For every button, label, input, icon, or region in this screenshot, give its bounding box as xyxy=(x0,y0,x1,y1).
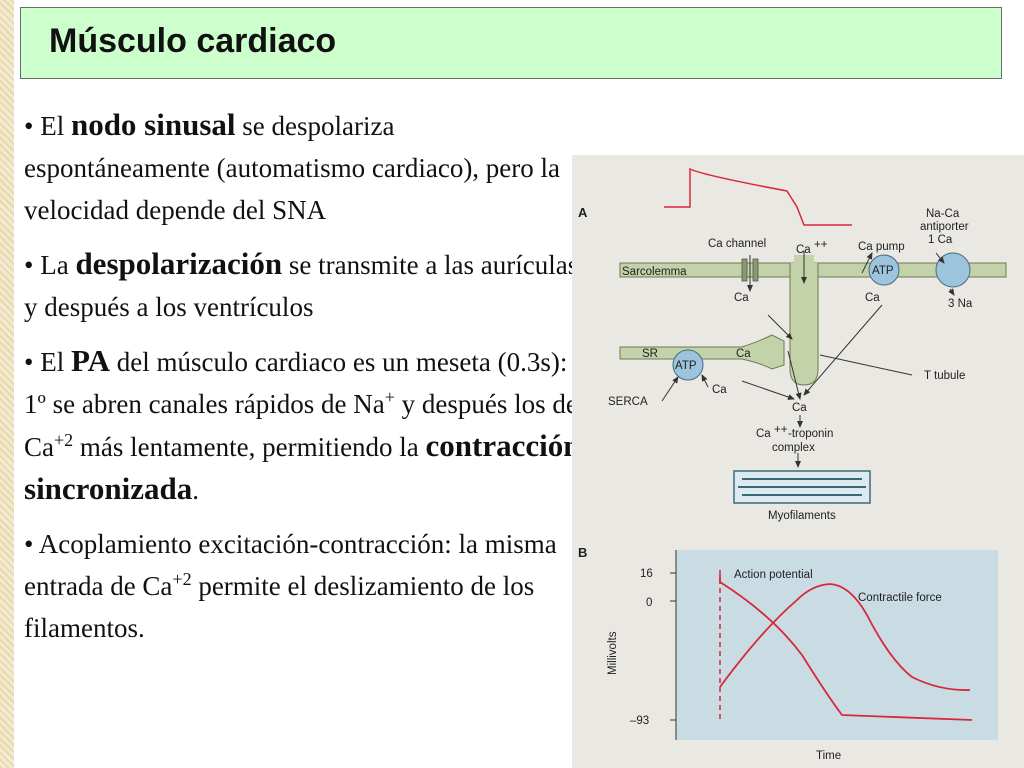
ca-pump-icon xyxy=(868,254,900,286)
svg-text:T tubule: T tubule xyxy=(924,370,965,382)
svg-text:Ca pump: Ca pump xyxy=(858,241,905,253)
action-potential-curve xyxy=(719,575,973,721)
svg-text:Sarcolemma: Sarcolemma xyxy=(622,266,687,278)
svg-text:ATP: ATP xyxy=(675,360,697,372)
contractile-force-curve xyxy=(719,583,971,691)
action-potential-trace-a xyxy=(664,167,852,226)
slide-title: Músculo cardiaco xyxy=(49,22,337,60)
svg-text:SERCA: SERCA xyxy=(608,396,648,408)
bullet-2: • La despolarización se transmite a las … xyxy=(24,246,579,322)
t-tubule-shape xyxy=(789,263,819,386)
svg-text:Ca: Ca xyxy=(796,244,811,256)
svg-text:Ca: Ca xyxy=(734,292,749,304)
x-axis-label: Time xyxy=(816,750,841,762)
panel-b-plot-area xyxy=(676,550,998,740)
svg-text:++: ++ xyxy=(774,424,788,436)
svg-text:complex: complex xyxy=(772,442,815,454)
svg-text:Ca: Ca xyxy=(736,348,751,360)
svg-text:Ca: Ca xyxy=(865,292,880,304)
bullet-1: • El nodo sinusal se despolariza espontá… xyxy=(24,107,561,225)
svg-text:Ca channel: Ca channel xyxy=(708,238,766,250)
svg-text:Ca: Ca xyxy=(756,428,771,440)
figure-svg: A ATP ATP Na-Ca antiporter 1 Ca Ca chann… xyxy=(578,167,1007,762)
cardiac-figure: A ATP ATP Na-Ca antiporter 1 Ca Ca chann… xyxy=(572,155,1024,768)
y-tick-0: 0 xyxy=(646,597,652,609)
svg-text:Myofilaments: Myofilaments xyxy=(768,510,836,522)
antiporter-icon xyxy=(935,252,971,288)
legend-action-potential: Action potential xyxy=(734,569,813,581)
svg-text:-troponin: -troponin xyxy=(788,428,833,440)
svg-text:ATP: ATP xyxy=(872,265,894,277)
svg-text:SR: SR xyxy=(642,348,658,360)
title-box: Músculo cardiaco xyxy=(20,7,1002,79)
y-tick-16: 16 xyxy=(640,568,653,580)
svg-text:++: ++ xyxy=(814,239,828,251)
ca-channel-icon xyxy=(741,258,748,282)
bullet-3: • El PA del músculo cardiaco es un meset… xyxy=(24,343,581,506)
y-axis-label: Millivolts xyxy=(607,631,619,675)
svg-text:1 Ca: 1 Ca xyxy=(928,234,953,246)
bullet-list: • El nodo sinusal se despolariza espontá… xyxy=(24,104,584,661)
y-tick-neg93: –93 xyxy=(630,715,649,727)
panel-a-letter: A xyxy=(578,205,588,220)
svg-text:3 Na: 3 Na xyxy=(948,298,973,310)
serca-pump-icon xyxy=(672,349,704,381)
svg-text:antiporter: antiporter xyxy=(920,221,969,233)
legend-contractile-force: Contractile force xyxy=(858,592,942,604)
svg-text:Ca: Ca xyxy=(712,384,727,396)
bullet-4: • Acoplamiento excitación-contracción: l… xyxy=(24,529,557,643)
sr-shape xyxy=(619,334,785,370)
panel-b-letter: B xyxy=(578,545,587,560)
svg-text:Ca: Ca xyxy=(792,402,807,414)
svg-text:Na-Ca: Na-Ca xyxy=(926,208,960,220)
